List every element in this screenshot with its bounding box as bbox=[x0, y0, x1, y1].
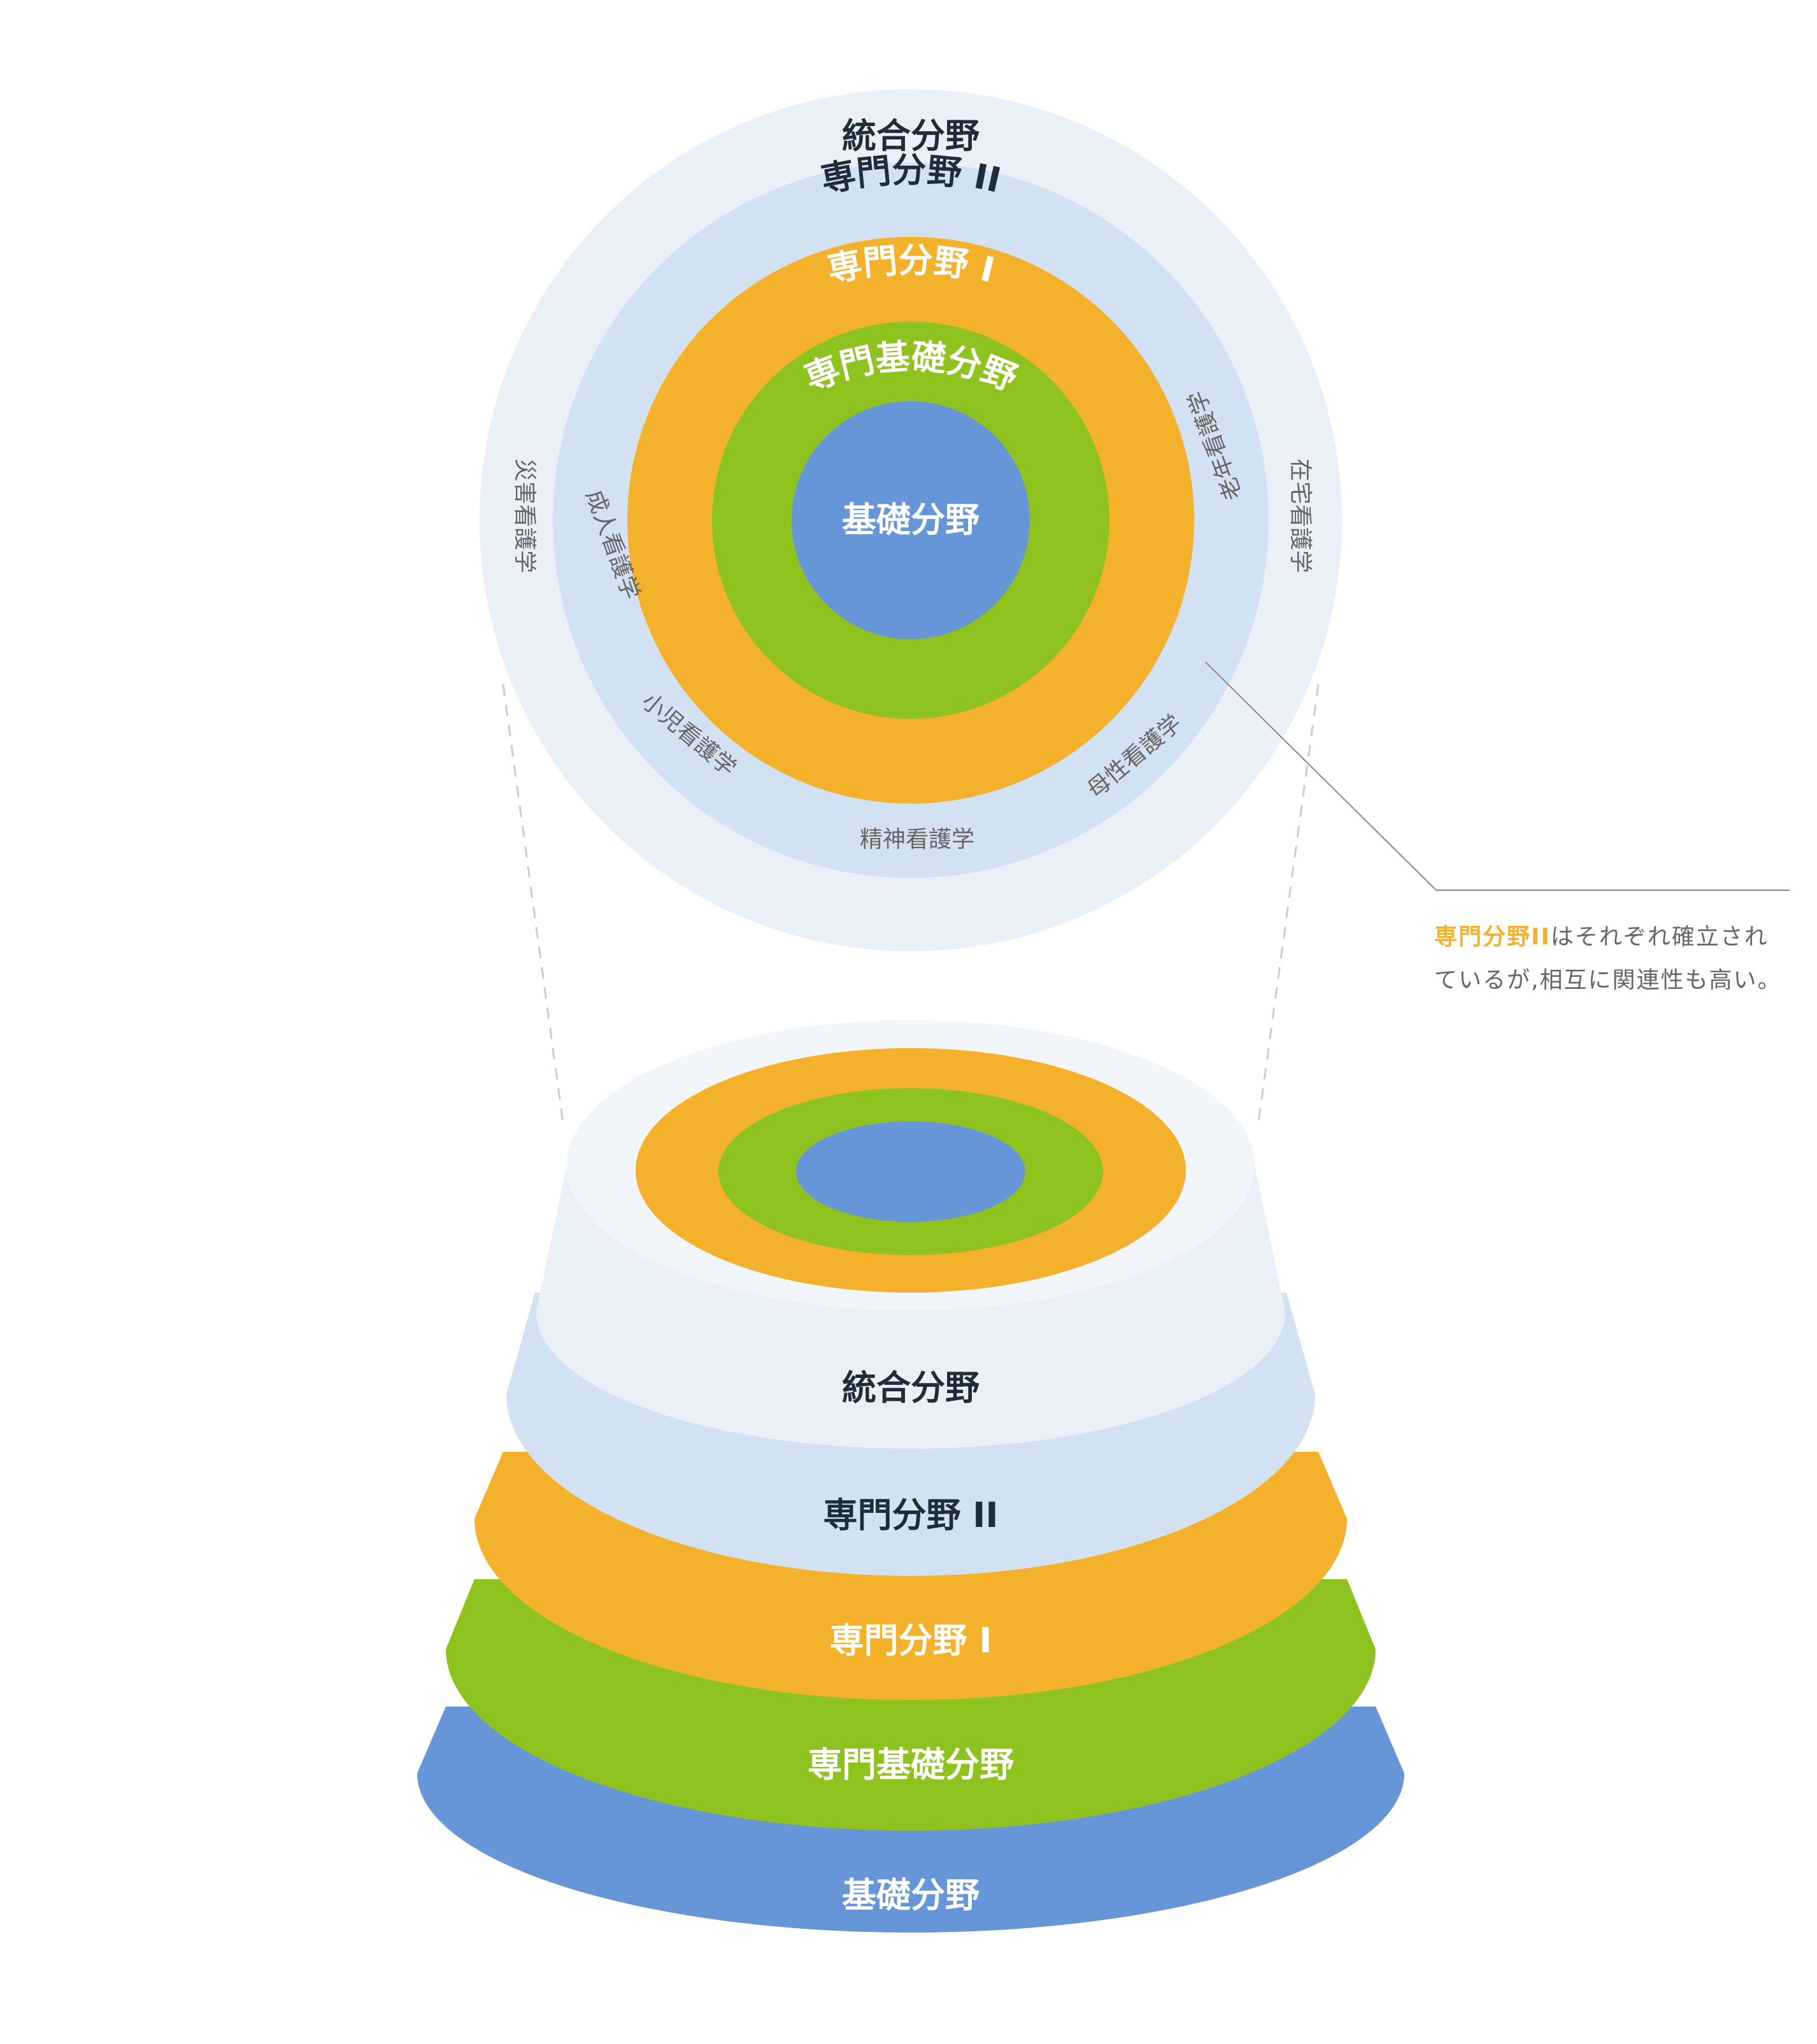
callout-note: 専門分野IIはそれぞれ確立されているが,相互に関連性も高い。 bbox=[1434, 916, 1791, 1002]
subject-disaster-nursing: 災害看護学 bbox=[511, 458, 538, 573]
subject-psychiatric-nursing: 精神看護学 bbox=[860, 827, 974, 853]
callout-leader-line bbox=[1205, 662, 1790, 891]
cone-label-basic: 基礎分野 bbox=[842, 1875, 980, 1915]
guide-line-right bbox=[1257, 684, 1320, 1128]
core-basic bbox=[792, 401, 1030, 639]
top-face-core bbox=[796, 1121, 1025, 1222]
cone-label-integrated: 統合分野 bbox=[842, 1368, 980, 1408]
cone-label-specialty-1: 専門分野 I bbox=[830, 1621, 992, 1661]
guide-line-left bbox=[502, 684, 565, 1128]
cone-label-specialty-2: 専門分野 II bbox=[823, 1495, 999, 1535]
cone-label-basic-specialty: 専門基礎分野 bbox=[808, 1745, 1014, 1785]
stacked-cone: 統合分野 専門分野 II 専門分野 I 専門基礎分野 基礎分野 bbox=[417, 1020, 1404, 1933]
note-highlight: 専門分野II bbox=[1434, 924, 1551, 950]
label-core-basic: 基礎分野 bbox=[842, 500, 980, 540]
label-integrated: 統合分野 bbox=[842, 116, 980, 156]
concentric-diagram: 統合分野 専門分野 II 専門分野 I 専門基礎分野 基礎分野 災害看護学 在宅… bbox=[480, 89, 1342, 951]
subject-home-nursing: 在宅看護学 bbox=[1287, 458, 1313, 573]
note-text: はそれぞれ確立されているが,相互に関連性も高い。 bbox=[1434, 924, 1782, 993]
